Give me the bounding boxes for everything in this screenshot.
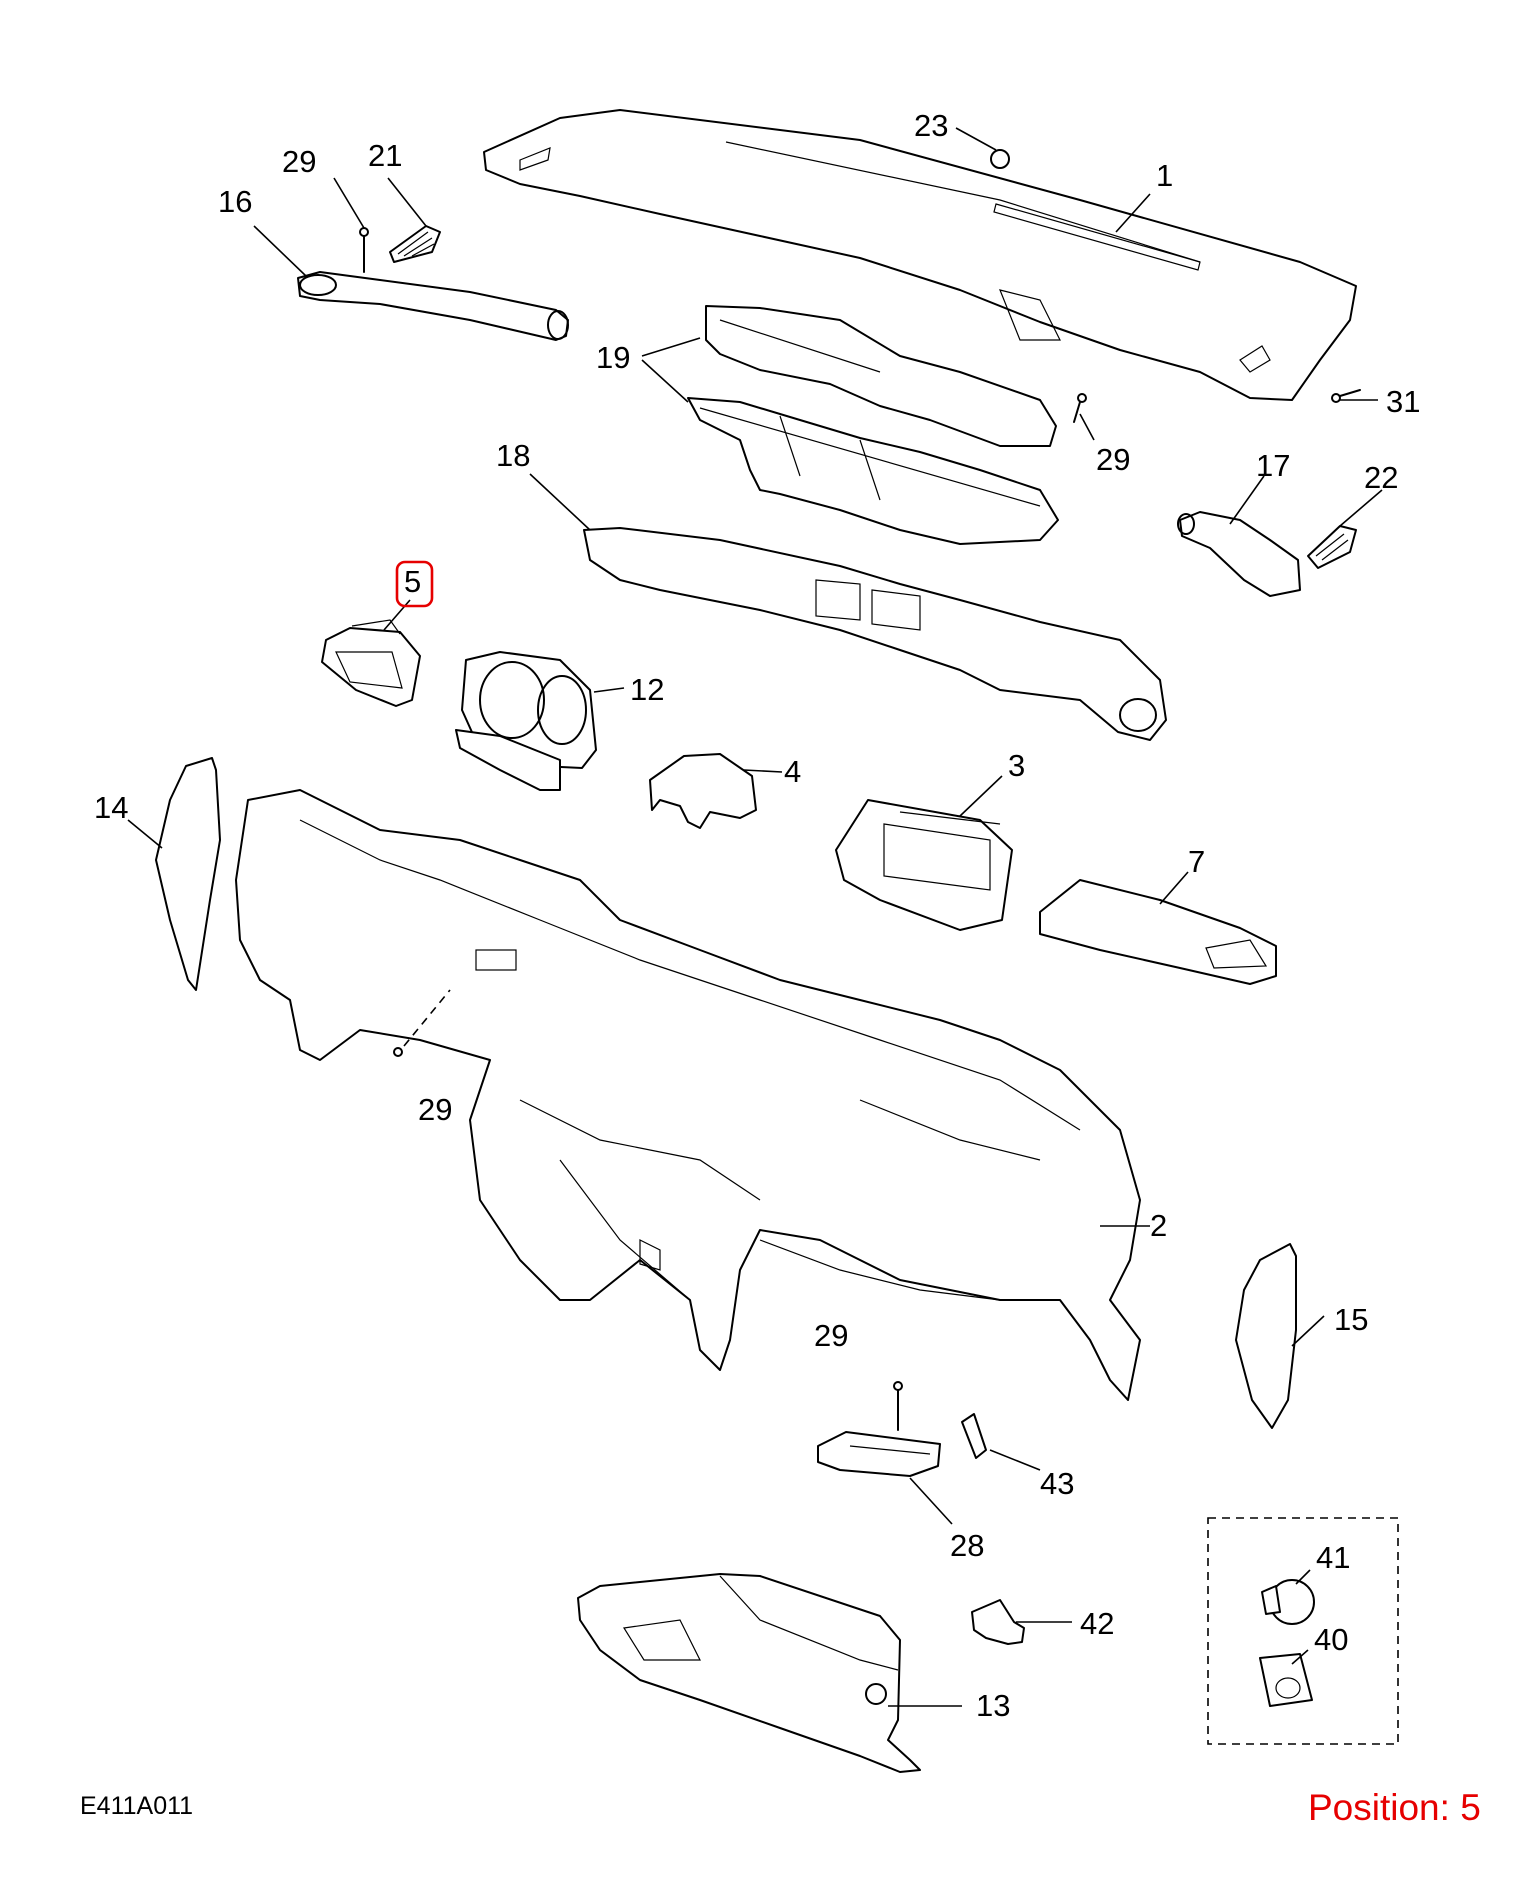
- part-3-center-vent: [835, 799, 1013, 931]
- part-5-left-vent-bezel: [321, 619, 421, 707]
- part-12-cluster-bezel: [455, 651, 597, 791]
- callout-42: 42: [1080, 1606, 1114, 1641]
- callout-22: 22: [1364, 460, 1398, 495]
- part-22-right-vent-grille: [1307, 525, 1357, 569]
- part-21-left-vent-grille: [389, 225, 441, 263]
- position-label: Position: 5: [1308, 1787, 1481, 1828]
- callout-19: 19: [596, 340, 630, 375]
- part-31-screw: [1331, 389, 1361, 403]
- part-29-screw-center: [1073, 393, 1087, 423]
- part-16-left-side-duct: [297, 271, 569, 341]
- part-2-ip-carrier: [235, 789, 1141, 1401]
- part-29-screw-upper-left: [359, 227, 369, 273]
- callout-16: 16: [218, 184, 252, 219]
- callout-15: 15: [1334, 1302, 1368, 1337]
- part-41-push-pin: [1261, 1579, 1315, 1625]
- part-43-clip: [961, 1413, 987, 1459]
- callout-5: 5: [404, 564, 421, 599]
- callout-29-lower-left: 29: [418, 1092, 452, 1127]
- part-28-bracket: [817, 1431, 941, 1477]
- part-29-screw-lower-center: [893, 1381, 903, 1431]
- callout-43: 43: [1040, 1466, 1074, 1501]
- part-4-column-cover: [649, 753, 757, 829]
- callout-28: 28: [950, 1528, 984, 1563]
- callout-17: 17: [1256, 448, 1290, 483]
- part-29-screw-lower-left: [393, 989, 451, 1057]
- callout-41: 41: [1316, 1540, 1350, 1575]
- callout-labels: 23 1 29 21 16 19 31 29 18 17 22 5 12 4 3…: [94, 108, 1420, 1723]
- callout-12: 12: [630, 672, 664, 707]
- callout-21: 21: [368, 138, 402, 173]
- callout-23: 23: [914, 108, 948, 143]
- callout-29-lower-center: 29: [814, 1318, 848, 1353]
- callout-29-center: 29: [1096, 442, 1130, 477]
- callout-2: 2: [1150, 1208, 1167, 1243]
- part-40-retainer: [1259, 1653, 1313, 1707]
- callout-3: 3: [1008, 748, 1025, 783]
- part-1-dash-top-cover: [483, 109, 1357, 401]
- part-42-latch: [971, 1599, 1025, 1645]
- part-13-glove-box: [577, 1573, 921, 1773]
- callout-4: 4: [784, 754, 801, 789]
- part-19-center-duct: [687, 305, 1059, 545]
- callout-40: 40: [1314, 1622, 1348, 1657]
- part-14-left-end-cap: [155, 757, 221, 991]
- part-18-lower-duct: [583, 527, 1167, 741]
- highlight-box-5: [395, 560, 434, 608]
- leader-lines: [127, 127, 1383, 1707]
- part-15-right-end-cap: [1235, 1243, 1297, 1429]
- callout-31: 31: [1386, 384, 1420, 419]
- diagram-code: E411A011: [80, 1792, 193, 1820]
- callout-13: 13: [976, 1688, 1010, 1723]
- detail-box-41-40: [1207, 1517, 1399, 1745]
- part-17-right-side-duct: [1177, 511, 1301, 597]
- callout-1: 1: [1156, 158, 1173, 193]
- callout-29-upper: 29: [282, 144, 316, 179]
- callout-18: 18: [496, 438, 530, 473]
- callout-14: 14: [94, 790, 128, 825]
- part-7-right-trim-panel: [1039, 879, 1277, 985]
- callout-7: 7: [1188, 844, 1205, 879]
